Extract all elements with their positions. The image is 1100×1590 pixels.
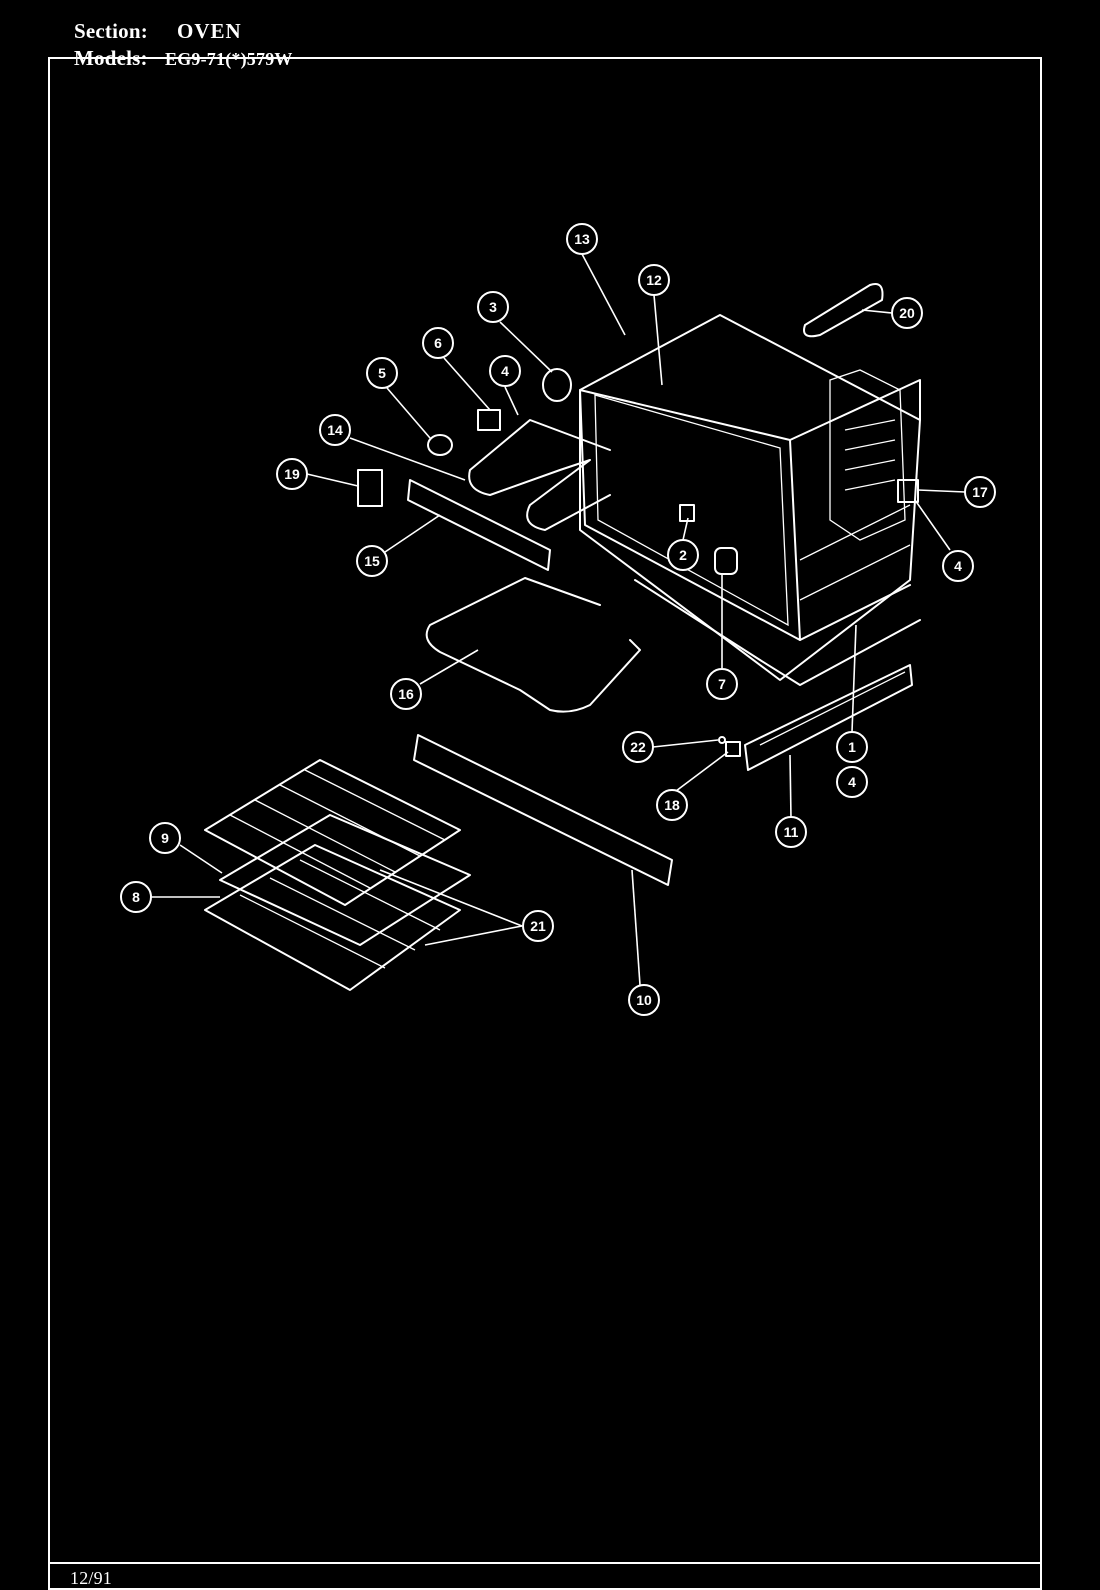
oven-floor-edge bbox=[634, 579, 921, 686]
gasket-19 bbox=[357, 469, 383, 507]
callout-19: 19 bbox=[276, 458, 308, 490]
footer-date: 12/91 bbox=[70, 1568, 113, 1588]
callout-20: 20 bbox=[891, 297, 923, 329]
svg-text:4: 4 bbox=[954, 558, 962, 574]
screw-22 bbox=[718, 736, 726, 744]
svg-text:2: 2 bbox=[679, 547, 687, 563]
callout-15: 15 bbox=[356, 545, 388, 577]
svg-text:1: 1 bbox=[848, 739, 856, 755]
models-value: EG9-71(*)579W bbox=[165, 49, 293, 69]
svg-text:21: 21 bbox=[530, 918, 546, 934]
svg-text:4: 4 bbox=[848, 774, 856, 790]
callout-16: 16 bbox=[390, 678, 422, 710]
callout-13: 13 bbox=[566, 223, 598, 255]
callout-4-bottom: 4 bbox=[836, 766, 868, 798]
svg-text:18: 18 bbox=[664, 797, 680, 813]
callout-22: 22 bbox=[622, 731, 654, 763]
callout-17: 17 bbox=[964, 476, 996, 508]
callout-8: 8 bbox=[120, 881, 152, 913]
svg-text:12: 12 bbox=[646, 272, 662, 288]
svg-text:7: 7 bbox=[718, 676, 726, 692]
clip-18 bbox=[725, 741, 741, 757]
svg-text:20: 20 bbox=[899, 305, 915, 321]
callout-6: 6 bbox=[422, 327, 454, 359]
knob-7 bbox=[714, 547, 738, 575]
svg-text:4: 4 bbox=[501, 363, 509, 379]
callout-2: 2 bbox=[667, 539, 699, 571]
svg-text:17: 17 bbox=[972, 484, 988, 500]
exploded-parts-diagram: 13 12 3 6 4 5 14 19 15 16 2 7 20 17 4 1 … bbox=[120, 223, 996, 1016]
pan-rail-15 bbox=[407, 479, 551, 571]
callout-12: 12 bbox=[638, 264, 670, 296]
callout-11: 11 bbox=[775, 816, 807, 848]
light-lens-3 bbox=[542, 368, 572, 402]
callout-18: 18 bbox=[656, 789, 688, 821]
callout-7: 7 bbox=[706, 668, 738, 700]
side-rail-11 bbox=[744, 664, 913, 771]
svg-text:10: 10 bbox=[636, 992, 652, 1008]
callout-4-top: 4 bbox=[489, 355, 521, 387]
oven-rack-9 bbox=[204, 759, 461, 906]
callout-4-right: 4 bbox=[942, 550, 974, 582]
svg-text:16: 16 bbox=[398, 686, 414, 702]
trim-bar-10 bbox=[413, 734, 673, 886]
svg-text:13: 13 bbox=[574, 231, 590, 247]
svg-text:11: 11 bbox=[784, 824, 799, 840]
light-socket-6 bbox=[477, 409, 501, 431]
svg-text:6: 6 bbox=[434, 335, 442, 351]
svg-text:19: 19 bbox=[284, 466, 300, 482]
oven-cavity bbox=[579, 314, 921, 681]
callout-3: 3 bbox=[477, 291, 509, 323]
callout-14: 14 bbox=[319, 414, 351, 446]
svg-text:8: 8 bbox=[132, 889, 140, 905]
light-bulb-5 bbox=[427, 434, 453, 456]
footer-divider bbox=[48, 1562, 1042, 1564]
callout-10: 10 bbox=[628, 984, 660, 1016]
section-value: OVEN bbox=[177, 19, 242, 43]
callout-21: 21 bbox=[522, 910, 554, 942]
svg-text:3: 3 bbox=[489, 299, 497, 315]
broil-element-14 bbox=[468, 419, 611, 531]
section-label: Section: bbox=[74, 19, 148, 43]
oven-rack-8 bbox=[204, 814, 471, 991]
bake-element-16 bbox=[425, 577, 641, 713]
callout-5: 5 bbox=[366, 357, 398, 389]
hinge-17 bbox=[897, 479, 919, 503]
svg-text:9: 9 bbox=[161, 830, 169, 846]
svg-text:22: 22 bbox=[630, 739, 646, 755]
svg-text:14: 14 bbox=[327, 422, 343, 438]
bracket-2 bbox=[679, 504, 695, 522]
callout-1: 1 bbox=[836, 731, 868, 763]
leader-lines bbox=[151, 253, 966, 986]
handle-20 bbox=[803, 283, 884, 338]
svg-text:15: 15 bbox=[364, 553, 380, 569]
svg-text:5: 5 bbox=[378, 365, 386, 381]
callout-9: 9 bbox=[149, 822, 181, 854]
